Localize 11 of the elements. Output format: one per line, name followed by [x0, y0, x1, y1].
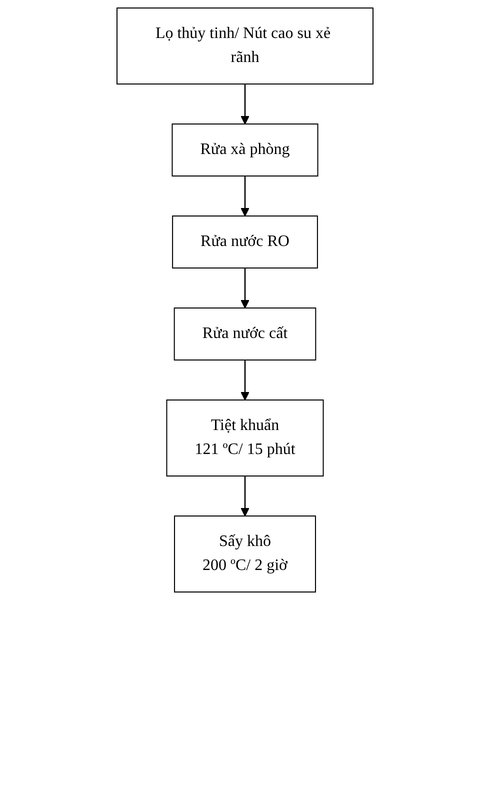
- node-box: Tiệt khuẩn 121 ºC/ 15 phút: [166, 400, 324, 476]
- arrow: [240, 268, 250, 308]
- arrow: [240, 476, 250, 516]
- node-box: Rửa nước RO: [172, 216, 318, 268]
- arrow: [240, 360, 250, 400]
- node-box: Rửa nước cất: [174, 308, 316, 360]
- node-box: Rửa xà phòng: [172, 124, 318, 176]
- node-box: Sấy khô 200 ºC/ 2 giờ: [174, 516, 316, 592]
- node-box: Lọ thủy tinh/ Nút cao su xẻ rãnh: [116, 8, 374, 84]
- arrow: [240, 84, 250, 124]
- arrow: [240, 176, 250, 216]
